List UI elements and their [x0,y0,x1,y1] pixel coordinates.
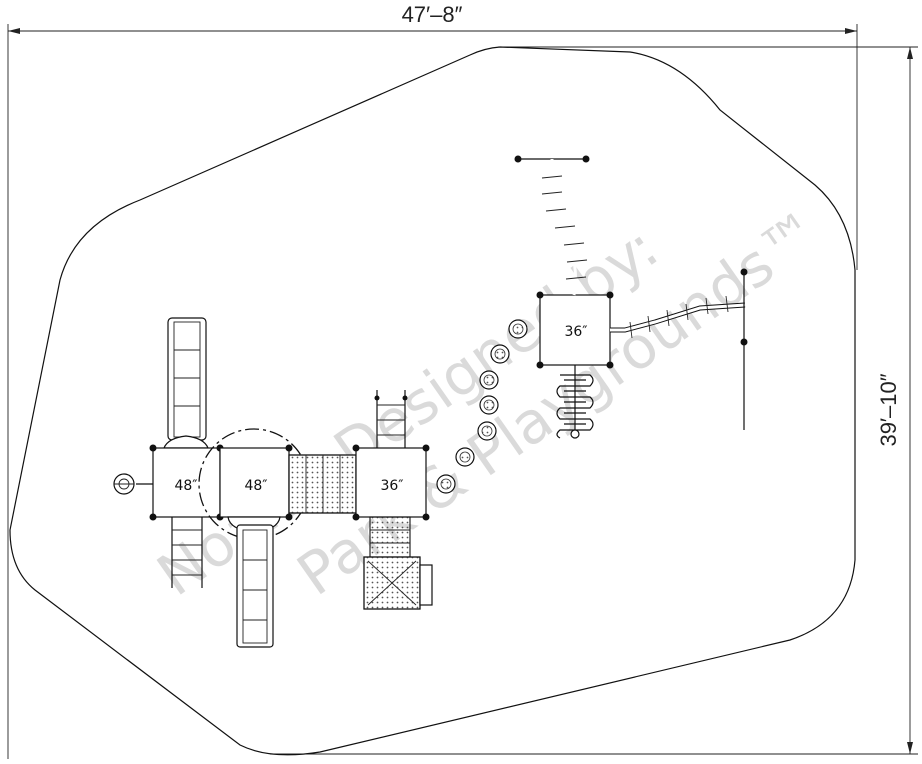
height-label: 39′–10″ [876,373,901,446]
use-zone-boundary [9,46,856,756]
deck-36-right: 36″ [536,291,614,369]
width-dimension: 47′–8″ [7,2,858,759]
deck-36-middle: 36″ [352,444,430,521]
ladder-middle [374,390,408,448]
deck-48-right: 48″ [219,444,293,521]
overhead-climber [610,268,748,430]
loop-climber [556,365,594,439]
ladder-left [171,517,203,588]
bridge [288,454,357,514]
steering-wheel-panel [113,473,153,495]
deck-label: 48″ [174,478,197,494]
deck-48-left: 48″ [149,444,224,521]
width-label: 47′–8″ [402,2,463,27]
deck-label: 48″ [244,478,267,494]
deck-label: 36″ [564,324,587,340]
top-slide [163,317,209,449]
steps-and-crawl-unit [363,516,433,610]
wavy-climber [514,155,590,296]
stepping-pods [436,319,528,494]
height-dimension: 39′–10″ [270,46,918,755]
deck-label: 36″ [380,478,403,494]
bottom-slide [227,516,281,648]
